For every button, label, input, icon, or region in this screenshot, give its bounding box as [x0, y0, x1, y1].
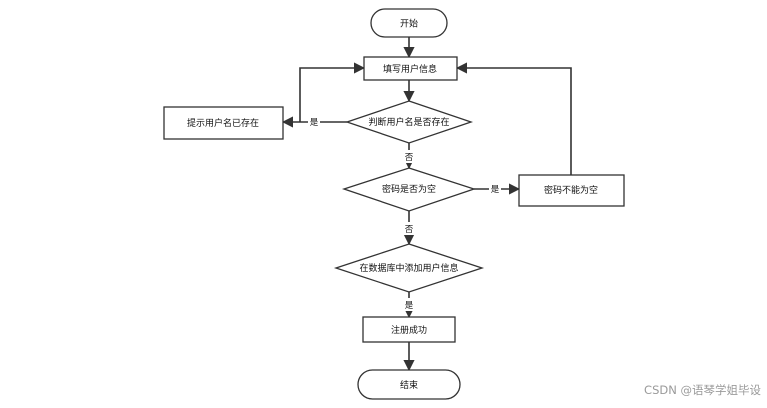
- add-to-db-node: [333, 243, 485, 293]
- edge-label-password-no: 否: [405, 225, 414, 235]
- edge-label-db-yes: 是: [405, 301, 414, 311]
- watermark-text: CSDN @语琴学姐毕设: [644, 383, 761, 397]
- fill-user-info-label: 填写用户信息: [383, 63, 437, 75]
- add-to-db-label: 在数据库中添加用户信息: [359, 262, 458, 274]
- username-exists-node: [163, 106, 284, 140]
- password-empty-msg-node: [518, 174, 625, 207]
- edge-label-password-yes: 是: [491, 185, 500, 195]
- end-node: [357, 369, 461, 400]
- edge-password-empty-back: [455, 62, 572, 175]
- check-password-empty-label: 密码是否为空: [382, 183, 436, 195]
- edge-label-username-yes: 是: [310, 118, 319, 128]
- check-username-node: [344, 100, 474, 144]
- register-success-label: 注册成功: [391, 324, 427, 336]
- check-password-empty-node: [341, 167, 477, 212]
- edge-username-exists-back: [299, 62, 366, 122]
- register-success-node: [362, 316, 456, 343]
- start-label: 开始: [400, 18, 418, 30]
- edge-label-backgrounds: [308, 115, 501, 311]
- password-empty-msg-label: 密码不能为空: [544, 184, 598, 196]
- edge-label-username-no: 否: [405, 153, 414, 163]
- start-node: [370, 8, 448, 38]
- username-exists-label: 提示用户名已存在: [187, 117, 259, 129]
- end-label: 结束: [400, 379, 418, 391]
- fill-user-info-node: [363, 56, 458, 81]
- check-username-label: 判断用户名是否存在: [368, 116, 449, 128]
